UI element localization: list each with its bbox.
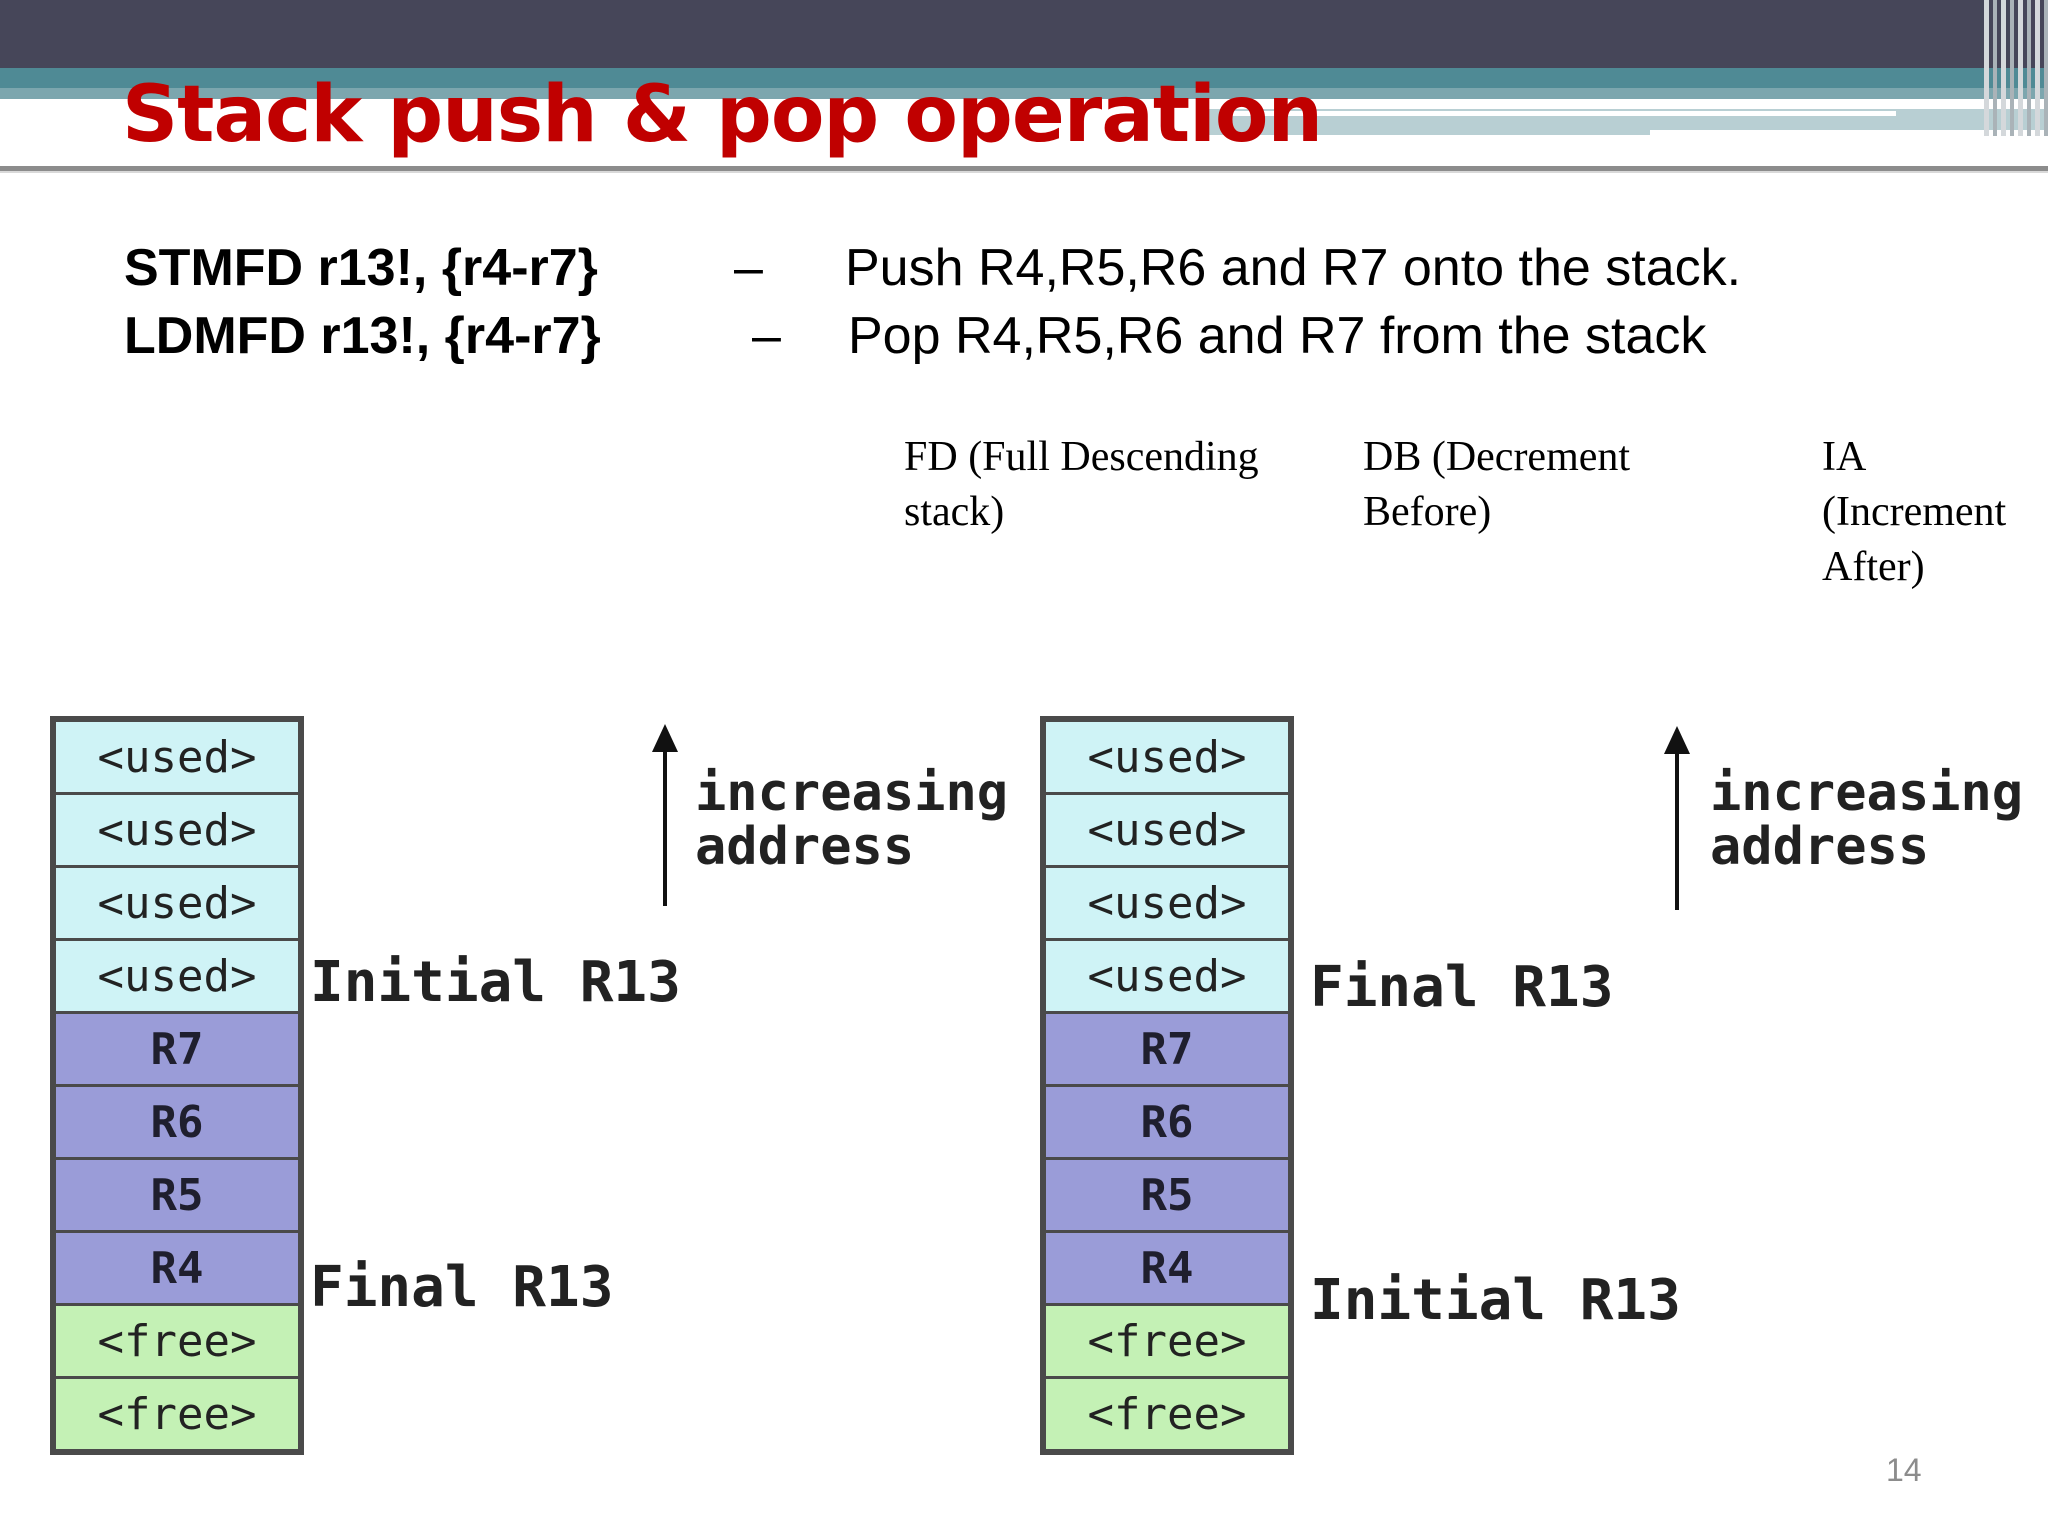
stack-cell-r7: R7 xyxy=(56,1014,298,1084)
note-full-descending: FD (Full Descending stack) xyxy=(904,434,1259,535)
stack-cell-used: <used> xyxy=(56,795,298,865)
increasing-address-label: increasing address xyxy=(1710,763,2024,877)
instruction-dash-push: – xyxy=(734,239,763,297)
header-corner-bars xyxy=(1984,0,2048,136)
page-number: 14 xyxy=(1886,1452,1922,1488)
stack-cell-used: <used> xyxy=(56,722,298,792)
stack-cell-r5: R5 xyxy=(56,1160,298,1230)
stack-cell-used: <used> xyxy=(1046,868,1288,938)
stack-cell-r4: R4 xyxy=(1046,1233,1288,1303)
header-highlight-gap xyxy=(1650,130,2048,135)
stack-diagram-push: <used> <used> <used> <used> R7 R6 R5 R4 … xyxy=(50,716,304,1455)
initial-r13-label: Initial R13 xyxy=(310,950,681,1015)
title-underline-shadow xyxy=(0,171,2048,173)
slide-title: Stack push & pop operation xyxy=(122,70,1323,160)
initial-r13-label: Initial R13 xyxy=(1310,1268,1681,1333)
stack-cell-free: <free> xyxy=(56,1306,298,1376)
stack-cell-r6: R6 xyxy=(1046,1087,1288,1157)
final-r13-label: Final R13 xyxy=(310,1255,614,1320)
stack-cell-r6: R6 xyxy=(56,1087,298,1157)
header-band-teal xyxy=(0,68,2048,88)
up-arrow-icon xyxy=(1664,726,1690,910)
stack-cell-used: <used> xyxy=(1046,941,1288,1011)
header-band-teal-light xyxy=(0,88,2048,99)
title-underline xyxy=(0,166,2048,171)
stack-cell-used: <used> xyxy=(1046,795,1288,865)
stack-diagram-pop: <used> <used> <used> <used> R7 R6 R5 R4 … xyxy=(1040,716,1294,1455)
increasing-address-label: increasing address xyxy=(695,763,1009,877)
stack-cell-r7: R7 xyxy=(1046,1014,1288,1084)
instruction-code-push: STMFD r13!, {r4-r7} xyxy=(124,239,598,297)
instruction-desc-pop: Pop R4,R5,R6 and R7 from the stack xyxy=(848,307,1707,365)
note-increment-after: IA (Increment After) xyxy=(1822,434,2007,590)
header-highlight-line xyxy=(1220,111,1896,116)
note-decrement-before: DB (Decrement Before) xyxy=(1363,434,1631,535)
instruction-dash-pop: – xyxy=(752,307,781,365)
stack-cell-free: <free> xyxy=(1046,1306,1288,1376)
stack-cell-free: <free> xyxy=(56,1379,298,1449)
final-r13-label: Final R13 xyxy=(1310,955,1614,1020)
stack-cell-r4: R4 xyxy=(56,1233,298,1303)
up-arrow-icon xyxy=(652,724,678,906)
instruction-code-pop: LDMFD r13!, {r4-r7} xyxy=(124,307,601,365)
stack-cell-r5: R5 xyxy=(1046,1160,1288,1230)
instruction-desc-push: Push R4,R5,R6 and R7 onto the stack. xyxy=(845,239,1742,297)
stack-cell-free: <free> xyxy=(1046,1379,1288,1449)
header-band-dark xyxy=(0,0,2048,68)
stack-cell-used: <used> xyxy=(1046,722,1288,792)
stack-cell-used: <used> xyxy=(56,868,298,938)
stack-cell-used: <used> xyxy=(56,941,298,1011)
